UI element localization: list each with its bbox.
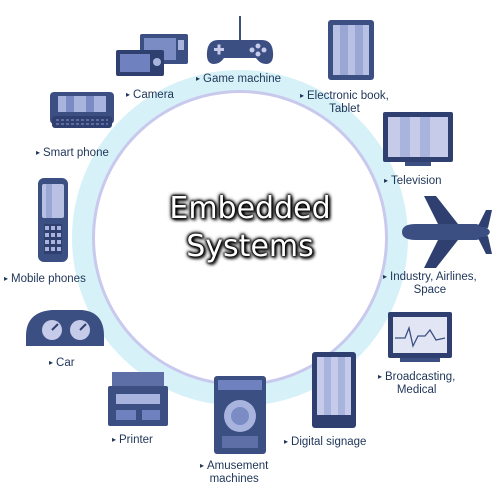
label-digital-signage: ▸Digital signage [284,436,367,448]
label-car: ▸Car [49,357,75,369]
bullet-icon: ▸ [200,461,205,470]
digital-signage-icon [312,352,356,428]
car-dashboard-icon [26,310,104,346]
airplane-icon [402,196,492,268]
bullet-icon: ▸ [49,358,54,367]
title-line-1: Embedded [169,191,331,226]
bullet-icon: ▸ [4,274,9,283]
label-camera: ▸Camera [126,89,174,101]
title-line-2: Systems [186,229,314,264]
label-game-machine: ▸Game machine [196,73,281,85]
bullet-icon: ▸ [284,437,289,446]
medical-monitor-icon [388,312,452,362]
diagram-title: Embedded Systems [150,190,350,266]
television-icon [383,112,453,166]
printer-icon [108,372,168,426]
camera-icon [116,34,188,76]
label-mobile-phones: ▸Mobile phones [4,273,86,285]
label-television: ▸Television [384,175,442,187]
smart-phone-icon [50,92,114,128]
bullet-icon: ▸ [196,74,201,83]
game-controller-icon [206,16,274,64]
label-broadcasting: ▸Broadcasting, Medical [378,371,456,396]
bullet-icon: ▸ [112,435,117,444]
bullet-icon: ▸ [384,176,389,185]
center-disc [95,93,385,383]
label-electronic-book: ▸Electronic book, Tablet [300,90,389,115]
label-smart-phone: ▸Smart phone [36,147,109,159]
slot-machine-icon [214,376,266,454]
bullet-icon: ▸ [126,90,131,99]
label-industry: ▸Industry, Airlines, Space [383,271,477,296]
bullet-icon: ▸ [300,91,305,100]
label-amusement-machines: ▸Amusement machines [200,460,269,485]
bullet-icon: ▸ [383,272,388,281]
bullet-icon: ▸ [378,372,383,381]
bullet-icon: ▸ [36,148,41,157]
tablet-icon [328,20,374,80]
mobile-phone-icon [38,178,68,262]
label-printer: ▸Printer [112,434,153,446]
